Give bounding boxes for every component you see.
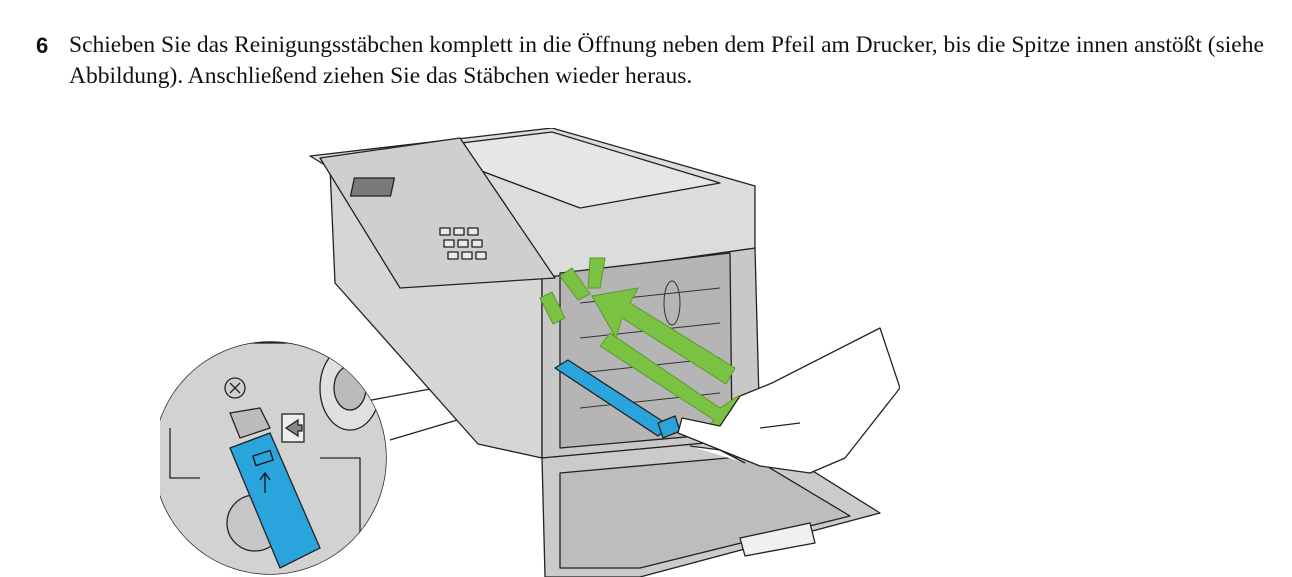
- instruction-figure: [160, 128, 900, 577]
- instruction-step: 6 Schieben Sie das Reinigungsstäbchen ko…: [36, 30, 1281, 92]
- cleaning-rod-icon: [554, 359, 681, 439]
- magnified-detail-circle: [160, 341, 387, 575]
- insert-arrow-icon: [539, 257, 751, 432]
- printer-illustration: [160, 128, 900, 577]
- hand-illustration: [677, 327, 900, 474]
- step-text: Schieben Sie das Reinigungsstäbchen komp…: [69, 32, 1264, 89]
- step-number: 6: [36, 33, 49, 58]
- printer-body: [309, 128, 881, 577]
